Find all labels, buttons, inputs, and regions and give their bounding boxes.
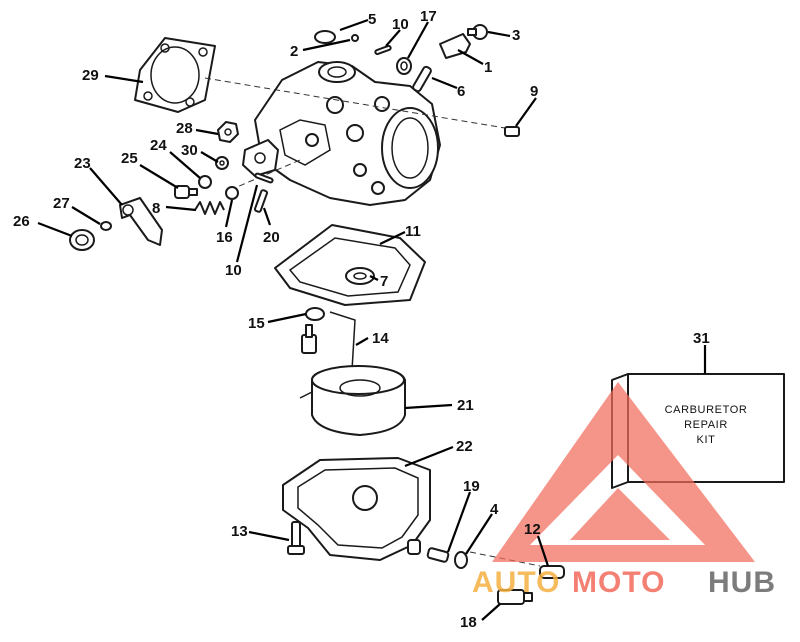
watermark-word-2: MOTO <box>572 566 665 599</box>
callout-30: 30 <box>181 142 198 159</box>
callout-11: 11 <box>405 223 421 240</box>
part-8-spring <box>194 201 225 215</box>
part-3-screw <box>467 24 488 40</box>
part-12-screw <box>539 565 565 579</box>
part-2-ball <box>351 34 359 42</box>
callout-2: 2 <box>290 43 298 60</box>
part-13-screw <box>287 521 305 555</box>
part-7-washer <box>345 267 375 285</box>
callout-29: 29 <box>82 67 99 84</box>
callout-8: 8 <box>152 200 160 217</box>
part-23-lever <box>119 197 163 246</box>
part-16-washer <box>225 186 239 200</box>
kit-label-line2: REPAIR <box>684 419 728 431</box>
callout-26: 26 <box>13 213 30 230</box>
callout-17: 17 <box>420 8 437 25</box>
watermark-wordmark: AUTO MOTO HUB <box>472 566 776 599</box>
callout-3: 3 <box>512 27 520 44</box>
part-21-float <box>299 365 406 436</box>
callout-23: 23 <box>74 155 91 172</box>
callout-31: 31 <box>693 330 710 347</box>
part-4-washer <box>454 551 468 569</box>
callout-10-bottom: 10 <box>225 262 242 279</box>
part-24-washer <box>198 175 212 189</box>
watermark-triangle-outer <box>492 382 755 562</box>
part-27-oring <box>100 221 112 231</box>
kit-label-line3: KIT <box>697 434 716 446</box>
part-28-nut <box>217 121 239 143</box>
callout-22: 22 <box>456 438 473 455</box>
callout-4: 4 <box>490 501 499 518</box>
part-5-plug <box>314 30 336 44</box>
leader-lines <box>37 18 707 621</box>
part-26-cap <box>69 229 95 251</box>
gasket-11 <box>274 224 426 306</box>
callout-10-top: 10 <box>392 16 409 33</box>
kit-label-line1: CARBURETOR <box>665 404 748 416</box>
callout-24: 24 <box>150 137 167 154</box>
callout-1: 1 <box>484 59 492 76</box>
callout-16: 16 <box>216 229 233 246</box>
callout-28: 28 <box>176 120 193 137</box>
part-19-needle <box>426 547 450 563</box>
callout-14: 14 <box>372 330 389 347</box>
callout-20: 20 <box>263 229 280 246</box>
part-22-float-bowl <box>282 457 431 561</box>
part-18-plug <box>497 589 533 605</box>
watermark-logo <box>492 382 755 562</box>
part-6-screw <box>412 65 432 93</box>
callout-15: 15 <box>248 315 265 332</box>
part-20-screw <box>253 189 269 213</box>
watermark-word-1: AUTO <box>472 566 560 599</box>
callout-7: 7 <box>380 273 388 290</box>
callout-13: 13 <box>231 523 248 540</box>
part-10-pin-lower <box>254 172 274 184</box>
part-17-washer <box>396 57 412 75</box>
watermark-triangle-inner <box>570 488 670 540</box>
callout-6: 6 <box>457 83 465 100</box>
part-15-gasket <box>305 307 325 321</box>
callout-19: 19 <box>463 478 480 495</box>
watermark-word-3: HUB <box>708 566 776 599</box>
callout-27: 27 <box>53 195 70 212</box>
callout-5: 5 <box>368 11 376 28</box>
callout-18: 18 <box>460 614 477 631</box>
part-30-washer <box>215 156 229 170</box>
part-10-pin-top <box>374 44 392 56</box>
carburetor-body <box>242 61 441 206</box>
gasket-29 <box>134 37 216 113</box>
callout-numbers: 5 2 10 17 3 1 6 9 29 28 30 24 25 23 27 2… <box>13 8 710 631</box>
part-9-screw <box>504 126 520 137</box>
callout-21: 21 <box>457 397 474 414</box>
callout-25: 25 <box>121 150 138 167</box>
callout-12: 12 <box>524 521 541 538</box>
part-25-screw <box>174 185 198 199</box>
callout-9: 9 <box>530 83 538 100</box>
